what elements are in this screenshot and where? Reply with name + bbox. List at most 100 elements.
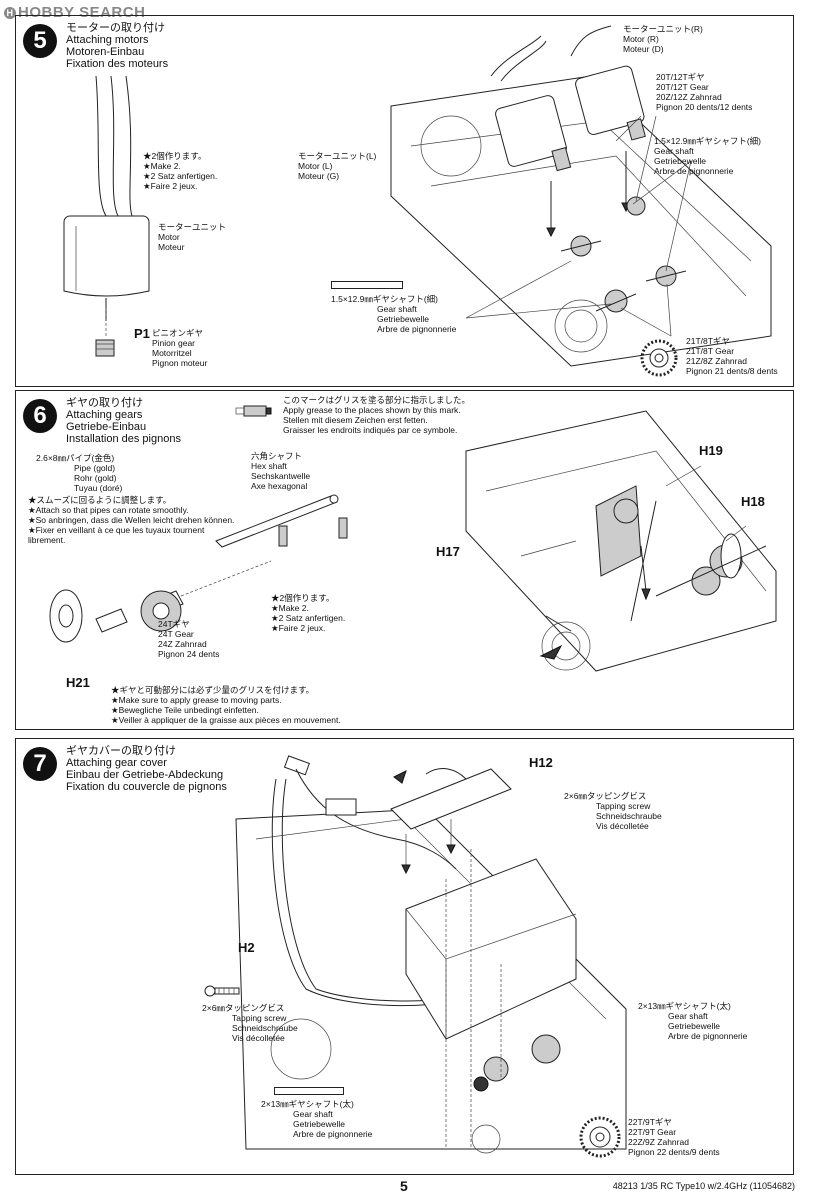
gear-shaft-right-label: 2×13㎜ギヤシャフト(太) Gear shaft Getriebewelle … xyxy=(638,1001,747,1041)
label-ja: 1.5×12.9㎜ギヤシャフト(細) xyxy=(654,136,761,146)
gear-shaft-left-label: 2×13㎜ギヤシャフト(太) Gear shaft Getriebewelle … xyxy=(261,1099,372,1139)
chassis-motor-diagram xyxy=(390,25,772,367)
pipe-label: 2.6×8㎜パイプ(金色) Pipe (gold) Rohr (gold) Tu… xyxy=(36,453,122,493)
label-fr: Arbre de pignonnerie xyxy=(654,166,734,176)
part-code-p1: P1 xyxy=(134,326,150,341)
part-code-h21: H21 xyxy=(66,675,90,690)
label-fr: Moteur xyxy=(158,242,185,252)
gear-22t-label: 22T/9Tギヤ 22T/9T Gear 22Z/9Z Zahnrad Pign… xyxy=(628,1117,720,1157)
title-fr: Installation des pignons xyxy=(66,433,181,445)
title-ja: モーターの取り付け xyxy=(66,22,165,34)
label-de: Sechskantwelle xyxy=(251,471,311,481)
label-de: 24Z Zahnrad xyxy=(158,639,207,649)
title-ja: ギヤカバーの取り付け xyxy=(66,745,176,757)
step-number-badge: 6 xyxy=(23,399,57,433)
gear-24t-label: 24Tギヤ 24T Gear 24Z Zahnrad Pignon 24 den… xyxy=(158,619,219,659)
label-fr: Tuyau (doré) xyxy=(74,483,123,493)
gear-cover-diagram xyxy=(235,755,627,1154)
label-fr: Pignon 22 dents/9 dents xyxy=(628,1147,720,1157)
label-en: Gear shaft xyxy=(377,304,417,314)
label-de: Motorritzel xyxy=(152,348,192,358)
label-en: Motor (L) xyxy=(298,161,333,171)
hex-shaft-label: 六角シャフト Hex shaft Sechskantwelle Axe hexa… xyxy=(251,451,310,491)
label-fr: Pignon 20 dents/12 dents xyxy=(656,102,753,112)
motor-diagram xyxy=(63,75,150,357)
label-en: Tapping screw xyxy=(596,801,651,811)
step-title: ギヤの取り付け Attaching gears Getriebe-Einbau … xyxy=(66,397,181,445)
motor-l-label: モーターユニット(L) Motor (L) Moteur (G) xyxy=(298,151,376,181)
note-fr: ★Veiller à appliquer de la graisse aux p… xyxy=(111,715,341,725)
label-ja: 2.6×8㎜パイプ(金色) xyxy=(36,453,115,463)
label-en: Gear shaft xyxy=(654,146,694,156)
label-en: 20T/12T Gear xyxy=(656,82,709,92)
part-code-h12: H12 xyxy=(529,755,553,770)
note-en: ★Make 2. xyxy=(143,161,181,171)
grease-warning-note: ★ギヤと可動部分には必ず少量のグリスを付けます。 ★Make sure to a… xyxy=(111,685,341,725)
note-ja: ★ギヤと可動部分には必ず少量のグリスを付けます。 xyxy=(111,685,315,695)
label-de: Getriebewelle xyxy=(668,1021,720,1031)
note-en: Apply grease to the places shown by this… xyxy=(283,405,461,415)
motor-unit-label: モーターユニット Motor Moteur xyxy=(158,222,226,252)
label-fr: Axe hexagonal xyxy=(251,481,308,491)
gear-shaft-right-label: 1.5×12.9㎜ギヤシャフト(細) Gear shaft Getriebewe… xyxy=(654,136,761,176)
gear-22t-icon xyxy=(579,1116,621,1158)
label-ja: モーターユニット xyxy=(158,222,227,232)
label-fr: Vis décolletée xyxy=(596,821,649,831)
shaft-size-indicator xyxy=(331,281,403,289)
label-en: Pipe (gold) xyxy=(74,463,116,473)
label-fr: Arbre de pignonnerie xyxy=(668,1031,748,1041)
smooth-rotation-note: ★スムーズに回るように調整します。 ★Attach so that pipes … xyxy=(28,495,234,545)
make-2-note: ★2個作ります。 ★Make 2. ★2 Satz anfertigen. ★F… xyxy=(271,593,345,633)
part-code-h2: H2 xyxy=(238,940,255,955)
make-2-note: ★2個作ります。 ★Make 2. ★2 Satz anfertigen. ★F… xyxy=(143,151,217,191)
note-de: ★Bewegliche Teile unbedingt einfetten. xyxy=(111,705,259,715)
label-fr: Vis décolletée xyxy=(232,1033,285,1043)
title-en: Attaching gears xyxy=(66,409,143,421)
note-ja: ★2個作ります。 xyxy=(271,593,335,603)
step-6-panel: 6 ギヤの取り付け Attaching gears Getriebe-Einba… xyxy=(15,390,794,730)
hex-shaft-assembly xyxy=(49,494,348,643)
label-ja: 2×13㎜ギヤシャフト(太) xyxy=(638,1001,731,1011)
label-en: 21T/8T Gear xyxy=(686,346,735,356)
shaft-size-indicator xyxy=(274,1087,344,1095)
motor-r-label: モーターユニット(R) Motor (R) Moteur (D) xyxy=(623,24,703,54)
watermark-text: HOBBY SEARCH xyxy=(18,4,146,21)
part-code-h17: H17 xyxy=(436,544,460,559)
label-en: 22T/9T Gear xyxy=(628,1127,677,1137)
step-number-badge: 5 xyxy=(23,24,57,58)
gear-21t-label: 21T/8Tギヤ 21T/8T Gear 21Z/8Z Zahnrad Pign… xyxy=(686,336,778,376)
hobby-search-logo-icon: H xyxy=(4,7,16,19)
note-de: ★2 Satz anfertigen. xyxy=(143,171,218,181)
title-ja: ギヤの取り付け xyxy=(66,397,143,409)
label-de: 20Z/12Z Zahnrad xyxy=(656,92,722,102)
label-ja: 1.5×12.9㎜ギヤシャフト(細) xyxy=(331,294,438,304)
label-fr: Arbre de pignonnerie xyxy=(377,324,457,334)
label-fr: Moteur (D) xyxy=(623,44,664,54)
step-title: ギヤカバーの取り付け Attaching gear cover Einbau d… xyxy=(66,745,227,793)
note-fr-cont: librement. xyxy=(28,535,66,545)
note-ja: ★スムーズに回るように調整します。 xyxy=(28,495,172,505)
label-ja: モーターユニット(R) xyxy=(623,24,703,34)
label-ja: 2×6㎜タッピングビス xyxy=(564,791,647,801)
label-en: Pinion gear xyxy=(152,338,196,348)
label-ja: 20T/12Tギヤ xyxy=(656,72,705,82)
note-de: ★2 Satz anfertigen. xyxy=(271,613,346,623)
note-fr: ★Faire 2 jeux. xyxy=(271,623,326,633)
step-5-panel: 5 モーターの取り付け Attaching motors Motoren-Ein… xyxy=(15,15,794,387)
step-number-badge: 7 xyxy=(23,747,57,781)
label-de: 22Z/9Z Zahnrad xyxy=(628,1137,689,1147)
grease-mark-note: このマークはグリスを塗る部分に指示しました。 Apply grease to t… xyxy=(283,395,470,435)
label-en: Gear shaft xyxy=(293,1109,333,1119)
gear-21t-icon xyxy=(640,339,678,377)
label-ja: 24Tギヤ xyxy=(158,619,190,629)
title-de: Getriebe-Einbau xyxy=(66,421,147,433)
step-7-panel: 7 ギヤカバーの取り付け Attaching gear cover Einbau… xyxy=(15,738,794,1175)
note-en: ★Make sure to apply grease to moving par… xyxy=(111,695,282,705)
step-title: モーターの取り付け Attaching motors Motoren-Einba… xyxy=(66,22,168,70)
label-de: 21Z/8Z Zahnrad xyxy=(686,356,747,366)
pinion-gear-label: ピニオンギヤ Pinion gear Motorritzel Pignon mo… xyxy=(152,328,207,368)
note-fr: ★Fixer en veillant à ce que les tuyaux t… xyxy=(28,525,205,535)
tapping-screw-top-label: 2×6㎜タッピングビス Tapping screw Schneidschraub… xyxy=(564,791,662,831)
tapping-screw-icon xyxy=(204,985,240,997)
